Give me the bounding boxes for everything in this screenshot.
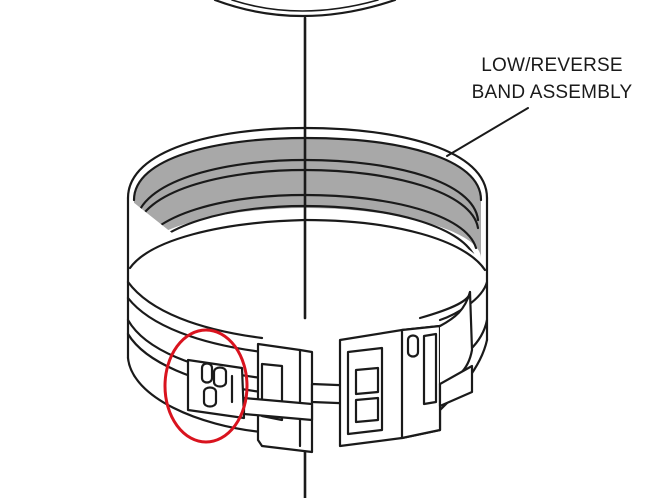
left-clip-rivet-top: [200, 362, 214, 384]
highlight-circle: [163, 328, 249, 444]
right-end-bracket-arm-lower: [438, 364, 474, 408]
band-bottom-rim-left: [126, 356, 264, 434]
left-clip-rivet-mid: [212, 366, 228, 388]
upper-component-arc: [213, 0, 397, 18]
upper-component-inner-arc: [231, 0, 379, 12]
right-end-lug-tab-top: [354, 366, 380, 396]
right-end-cap-bump: [406, 334, 420, 358]
left-clip-rivet-low: [202, 386, 218, 408]
band-front-upper-curve-right: [303, 218, 487, 272]
label-line-2: BAND ASSEMBLY: [471, 82, 633, 103]
label-line-1: LOW/REVERSE: [481, 55, 623, 76]
band-strip-upper: [126, 280, 264, 340]
right-end-cap-slot: [422, 332, 438, 406]
band-front-upper-curve: [128, 218, 307, 270]
band-strip-upper-2: [126, 296, 264, 354]
callout-leader-line: [446, 107, 529, 157]
right-end-lug-tab-bottom: [354, 396, 380, 424]
band-assembly-label: LOW/REVERSE BAND ASSEMBLY: [452, 52, 652, 106]
